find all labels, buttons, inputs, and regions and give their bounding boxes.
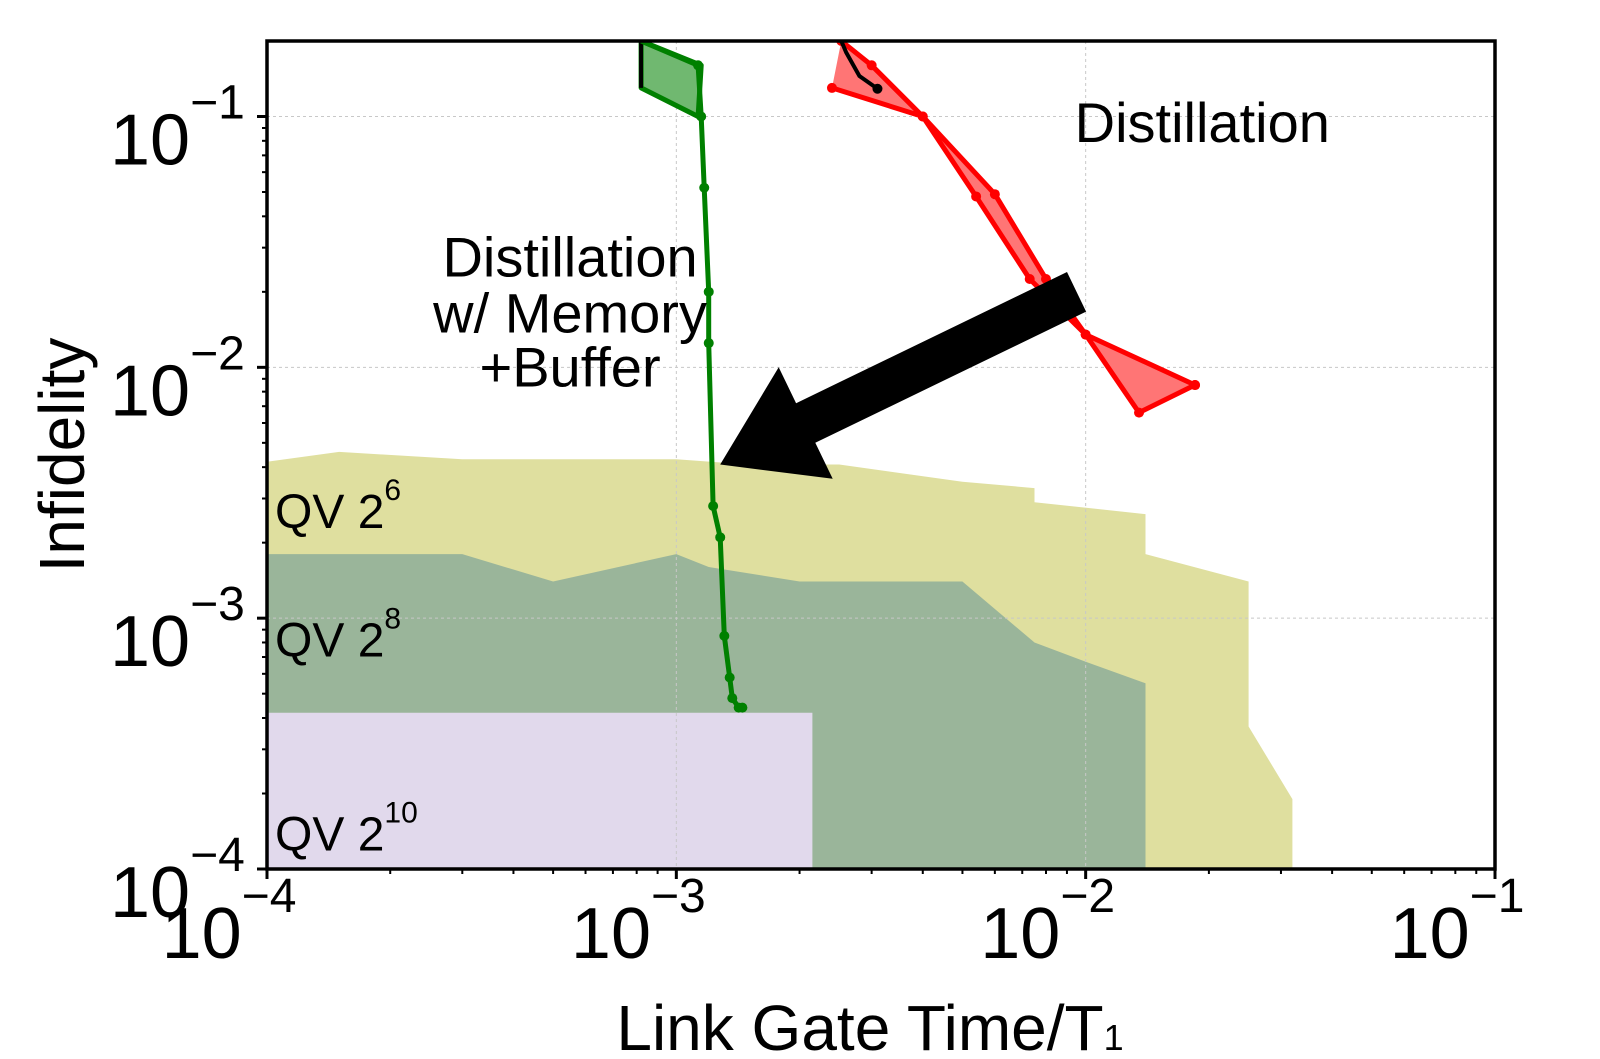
x-tick-label: 10−4 <box>162 870 297 974</box>
distillation-point <box>866 60 877 71</box>
memory-point <box>708 501 719 512</box>
y-tick-label: 10−3 <box>110 578 245 682</box>
x-tick-label: 10−2 <box>980 870 1115 974</box>
memory-point <box>715 532 726 543</box>
annotation-memory-line3: +Buffer <box>480 335 661 398</box>
region-label-2: QV 210 <box>275 796 418 861</box>
distillation-point <box>826 82 837 93</box>
annotation-memory-line2: w/ Memory <box>432 281 707 344</box>
distillation-point <box>917 111 928 122</box>
annotation-memory-line1: Distillation <box>442 226 697 289</box>
memory-point <box>693 60 704 71</box>
plot-frame <box>265 39 1497 871</box>
arrow-layer <box>720 272 1087 479</box>
black-curve <box>839 41 879 91</box>
distillation-point <box>1080 329 1091 340</box>
y-tick-label: 10−1 <box>110 77 245 181</box>
distillation-point <box>1024 274 1035 285</box>
arrow-shape <box>720 272 1087 479</box>
series-layer <box>638 41 1201 713</box>
memory-point <box>737 702 748 713</box>
axis-ticks: 10−4 10−3 10−2 10−1 10−4 10−3 10−2 10−1 <box>110 77 1524 974</box>
memory-point <box>727 693 738 704</box>
memory-point <box>703 338 714 349</box>
distillation-point <box>1190 380 1201 391</box>
y-tick-label: 10−2 <box>110 327 245 431</box>
y-axis-label: Infidelity <box>26 338 98 573</box>
memory-point <box>703 286 714 297</box>
x-axis-label: Link Gate Time/T1 <box>616 992 1123 1059</box>
y-tick-label: 10−4 <box>110 829 245 933</box>
memory-point <box>696 111 707 122</box>
x-tick-label: 10−3 <box>571 870 706 974</box>
black-curve-point <box>872 83 883 94</box>
region-label-0: QV 26 <box>275 474 401 539</box>
region-label-1: QV 28 <box>275 602 401 667</box>
distillation-point <box>1134 407 1145 418</box>
annotation-distillation: Distillation <box>1075 91 1330 154</box>
memory-point <box>719 630 730 641</box>
memory-point <box>699 182 710 193</box>
x-tick-label: 10−1 <box>1390 870 1525 974</box>
distillation-point <box>971 191 982 202</box>
memory-point <box>724 672 735 683</box>
distillation-point <box>989 189 1000 200</box>
qv-regions <box>267 451 1293 869</box>
